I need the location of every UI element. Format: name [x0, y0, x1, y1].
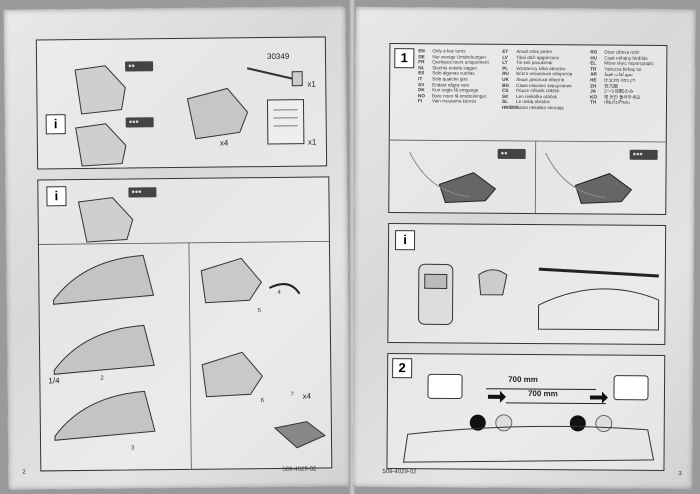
info-panel-roof: i: [387, 223, 667, 345]
document-code: 509-4029-02: [382, 469, 417, 476]
step2-drawing: [402, 373, 655, 463]
step1-drawing: [389, 139, 666, 214]
spine-crease: [349, 0, 355, 494]
left-page: i 30349 x1 x4 x1 i 1/4 x4: [3, 6, 351, 490]
parts-drawing: [74, 65, 305, 167]
parts-panel: i 30349 x1 x4 x1: [35, 36, 328, 170]
page-number: 3: [678, 471, 682, 478]
roof-drawing: [418, 263, 660, 331]
assembly-panel: i 1/4 x4 1 2 3 4 5 6 7: [37, 176, 333, 472]
document-code: 509-4029-02: [282, 466, 317, 473]
page-number: 2: [22, 469, 26, 476]
assembly-drawing: [38, 197, 329, 469]
step2-panel: 2 700 mm 700 mm: [386, 353, 666, 471]
